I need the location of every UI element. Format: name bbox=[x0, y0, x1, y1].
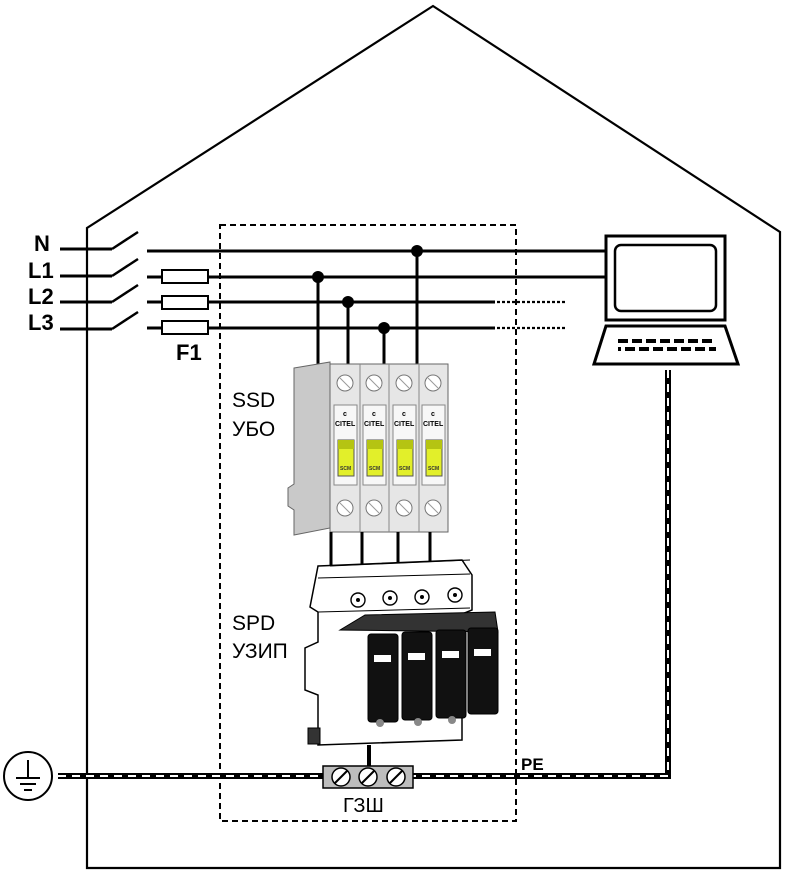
svg-text:c: c bbox=[343, 411, 347, 418]
svg-text:CITEL: CITEL bbox=[364, 421, 385, 428]
computer-icon bbox=[591, 234, 741, 366]
svg-text:CITEL: CITEL bbox=[335, 421, 356, 428]
svg-text:c: c bbox=[372, 411, 376, 418]
house-outline bbox=[85, 4, 782, 870]
svg-text:SCM: SCM bbox=[399, 466, 410, 472]
label-n: N bbox=[34, 231, 50, 256]
svg-text:SCM: SCM bbox=[340, 466, 351, 472]
label-l3: L3 bbox=[28, 310, 54, 335]
incoming-lines bbox=[60, 247, 112, 331]
svg-text:SCM: SCM bbox=[369, 466, 380, 472]
fuse-f1 bbox=[161, 269, 209, 335]
distribution-board bbox=[219, 224, 517, 822]
svg-text:SCM: SCM bbox=[428, 466, 439, 472]
spd-device bbox=[304, 559, 499, 746]
ssd-to-spd-wires bbox=[329, 532, 432, 566]
label-f1: F1 bbox=[176, 340, 202, 365]
ssd-device: c c c c CITEL CITEL CITEL CITEL SCM SCM … bbox=[287, 361, 449, 536]
label-uzip: УЗИП bbox=[232, 640, 288, 663]
label-ssd: SSD bbox=[232, 389, 275, 412]
svg-text:c: c bbox=[402, 411, 406, 418]
label-spd: SPD bbox=[232, 612, 275, 635]
label-l1: L1 bbox=[28, 258, 54, 283]
conductor-continuations bbox=[497, 300, 565, 330]
junction-dots bbox=[312, 245, 423, 334]
conductors bbox=[147, 249, 608, 330]
svg-text:c: c bbox=[431, 411, 435, 418]
label-ubo: УБО bbox=[232, 418, 275, 441]
drops-to-ssd bbox=[316, 251, 419, 364]
label-pe: PE bbox=[521, 755, 544, 774]
svg-text:CITEL: CITEL bbox=[423, 421, 444, 428]
main-switch bbox=[111, 230, 139, 331]
label-gzsh: ГЗШ bbox=[343, 795, 384, 817]
svg-text:CITEL: CITEL bbox=[394, 421, 415, 428]
label-l2: L2 bbox=[28, 284, 54, 309]
earth-bar bbox=[322, 765, 414, 789]
pe-conductor bbox=[58, 370, 671, 779]
ground-icon bbox=[3, 751, 53, 801]
